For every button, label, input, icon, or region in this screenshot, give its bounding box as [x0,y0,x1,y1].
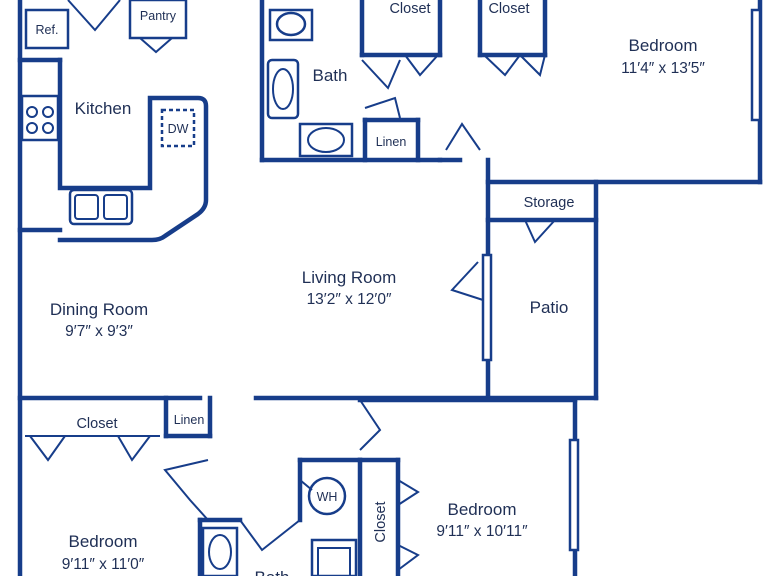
storage-label: Storage [524,195,575,211]
linen-bottom-label: Linen [174,413,205,427]
walls [17,0,763,576]
bottom-closets [25,399,420,571]
bedroom-top-label: Bedroom [629,36,698,55]
closet-3-label: Closet [76,416,117,432]
closet-4-label: Closet [373,501,389,542]
bottom-bath-fixtures [201,476,358,576]
pantry-label: Pantry [140,9,177,23]
dining-room-dims: 9′7″ x 9′3″ [65,323,133,340]
living-room-label: Living Room [302,268,397,287]
bath-top-label: Bath [313,66,348,85]
windows [481,8,762,552]
dw-label: DW [168,122,189,136]
bedroom-top-dims: 11′4″ x 13′5″ [621,60,705,77]
closet-2-label: Closet [488,1,529,17]
living-room-dims: 13′2″ x 12′0″ [307,291,392,308]
top-bath-fixtures [266,8,556,244]
closet-1-label: Closet [389,1,430,17]
bath-bottom-label: Bath [255,568,290,576]
patio-label: Patio [530,298,569,317]
kitchen-label: Kitchen [75,99,132,118]
bedroom-left-label: Bedroom [69,532,138,551]
wh-label: WH [317,490,338,504]
linen-top-label: Linen [376,135,407,149]
labels: Ref. Pantry DW Kitchen Bath Closet Close… [36,1,706,576]
bedroom-left-dims: 9′11″ x 11′0″ [62,556,145,573]
bedroom-right-label: Bedroom [448,500,517,519]
bedroom-right-dims: 9′11″ x 10′11″ [436,523,528,540]
dining-room-label: Dining Room [50,300,148,319]
kitchen-fixtures [20,0,209,243]
ref-label: Ref. [36,23,59,37]
patio-door-swing [450,261,484,301]
